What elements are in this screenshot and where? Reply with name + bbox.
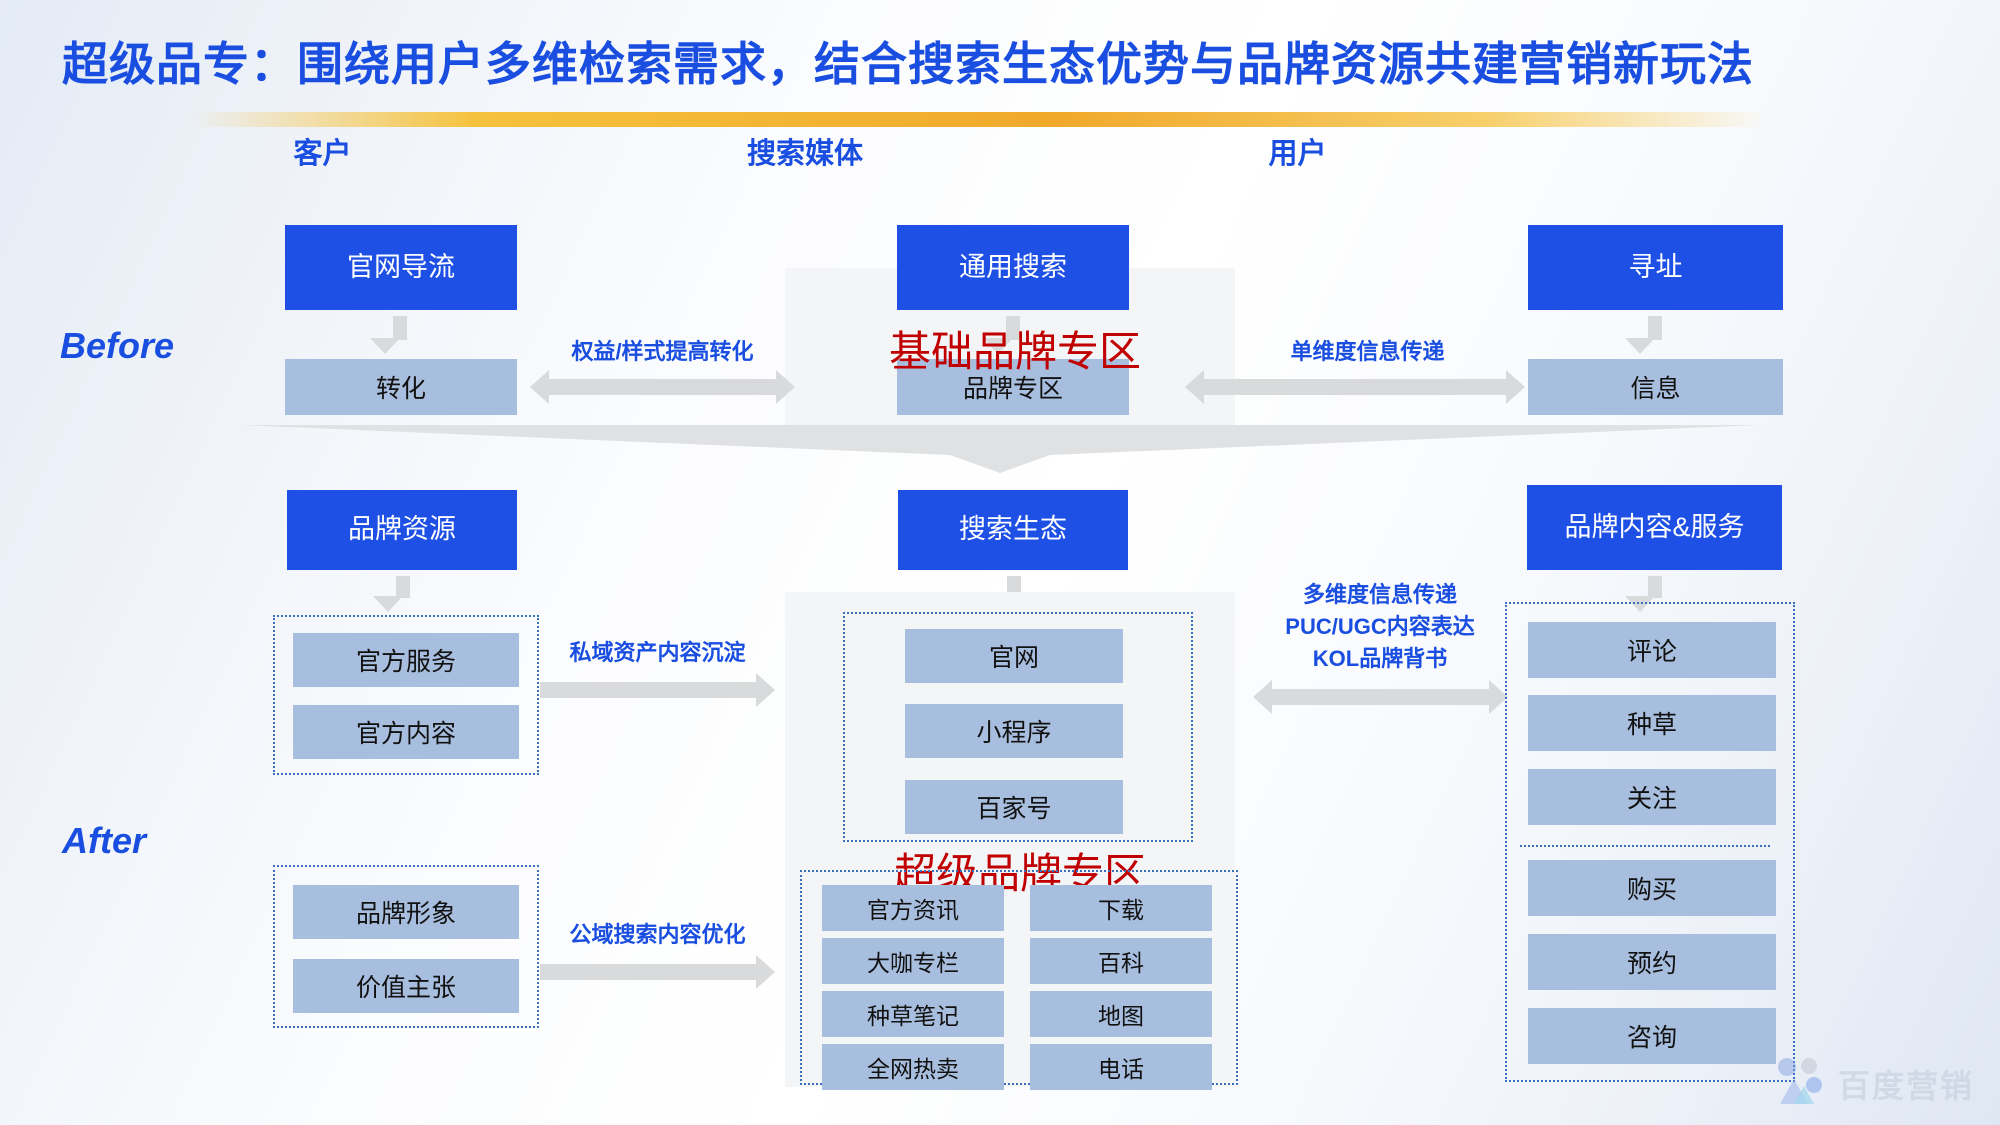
after-left-public-group [273, 865, 539, 1028]
after-left-public-item-1[interactable]: 价值主张 [293, 959, 519, 1013]
page-title: 超级品专：围绕用户多维检索需求，结合搜索生态优势与品牌资源共建营销新玩法 [62, 38, 1754, 90]
after-center-ecosystem-item-1[interactable]: 小程序 [905, 704, 1123, 758]
baidu-mark-icon [1774, 1056, 1828, 1111]
after-left-public-item-0[interactable]: 品牌形象 [293, 885, 519, 939]
before-left-bidirectional-arrow [530, 370, 795, 404]
brand-logo-text: 百度营销 [1837, 1067, 1974, 1104]
before-media-red-label: 基础品牌专区 [888, 328, 1141, 375]
brand-logo: 百度营销 [1774, 1056, 1974, 1111]
after-center-zone-right-item-3[interactable]: 电话 [1030, 1044, 1212, 1090]
after-center-zone-left-item-1[interactable]: 大咖专栏 [822, 938, 1004, 984]
after-center-superzone-group [800, 870, 1238, 1085]
after-center-zone-left-item-2[interactable]: 种草笔记 [822, 991, 1004, 1037]
after-center-header-box[interactable]: 搜索生态 [898, 490, 1128, 570]
before-user-bottom-box[interactable]: 信息 [1528, 359, 1783, 415]
stage-label-after: After [62, 820, 147, 861]
after-private-caption: 私域资产内容沉淀 [569, 640, 746, 665]
before-left-caption: 权益/样式提高转化 [571, 339, 754, 364]
after-public-caption: 公域搜索内容优化 [569, 922, 746, 947]
after-left-private-item-0[interactable]: 官方服务 [293, 633, 519, 687]
before-customer-down-arrow [370, 316, 415, 356]
column-header-user: 用户 [1268, 138, 1327, 170]
after-right-top-item-1[interactable]: 种草 [1528, 695, 1776, 751]
after-right-caption-line-1: PUC/UGC内容表达 [1285, 614, 1475, 639]
after-right-down-arrow [1625, 576, 1670, 614]
after-right-group-divider [1520, 845, 1770, 847]
after-right-header-box[interactable]: 品牌内容&服务 [1527, 485, 1782, 570]
after-right-group [1505, 602, 1795, 1082]
before-right-caption: 单维度信息传递 [1290, 339, 1445, 364]
before-user-down-arrow [1625, 316, 1670, 356]
column-header-media: 搜索媒体 [746, 138, 863, 170]
after-center-zone-left-item-0[interactable]: 官方资讯 [822, 885, 1004, 931]
before-media-bottom-box[interactable]: 品牌专区 [897, 359, 1129, 415]
after-left-header-box[interactable]: 品牌资源 [287, 490, 517, 570]
after-right-bottom-item-1[interactable]: 预约 [1528, 934, 1776, 990]
after-center-zone-right-item-2[interactable]: 地图 [1030, 991, 1212, 1037]
after-right-caption-line-2: KOL品牌背书 [1312, 646, 1448, 671]
before-right-bidirectional-arrow [1185, 370, 1525, 404]
after-public-arrow [540, 955, 775, 989]
before-customer-bottom-box[interactable]: 转化 [285, 359, 517, 415]
stage-label-before: Before [60, 325, 175, 366]
after-left-private-item-1[interactable]: 官方内容 [293, 705, 519, 759]
after-center-ecosystem-item-2[interactable]: 百家号 [905, 780, 1123, 834]
after-right-bottom-item-2[interactable]: 咨询 [1528, 1008, 1776, 1064]
after-left-private-group [273, 615, 539, 775]
after-center-zone-right-item-1[interactable]: 百科 [1030, 938, 1212, 984]
after-center-zone-left-item-3[interactable]: 全网热卖 [822, 1044, 1004, 1090]
before-customer-top-box[interactable]: 官网导流 [285, 225, 517, 310]
after-right-caption-line-0: 多维度信息传递 [1302, 582, 1457, 607]
before-media-down-arrow [983, 316, 1028, 356]
title-underline-accent [190, 112, 1770, 127]
after-right-top-item-0[interactable]: 评论 [1528, 622, 1776, 678]
column-header-customer: 客户 [293, 138, 352, 170]
before-media-top-box[interactable]: 通用搜索 [897, 225, 1129, 310]
after-right-top-item-2[interactable]: 关注 [1528, 769, 1776, 825]
after-center-ecosystem-group [843, 612, 1193, 842]
before-user-top-box[interactable]: 寻址 [1528, 225, 1783, 310]
after-center-zone-right-item-0[interactable]: 下载 [1030, 885, 1212, 931]
before-after-funnel-arrow [240, 425, 1760, 473]
after-center-ecosystem-item-0[interactable]: 官网 [905, 629, 1123, 683]
after-right-bidirectional-arrow [1253, 680, 1508, 714]
after-right-bottom-item-0[interactable]: 购买 [1528, 860, 1776, 916]
after-private-arrow [540, 673, 775, 707]
after-left-down-arrow [373, 576, 418, 614]
